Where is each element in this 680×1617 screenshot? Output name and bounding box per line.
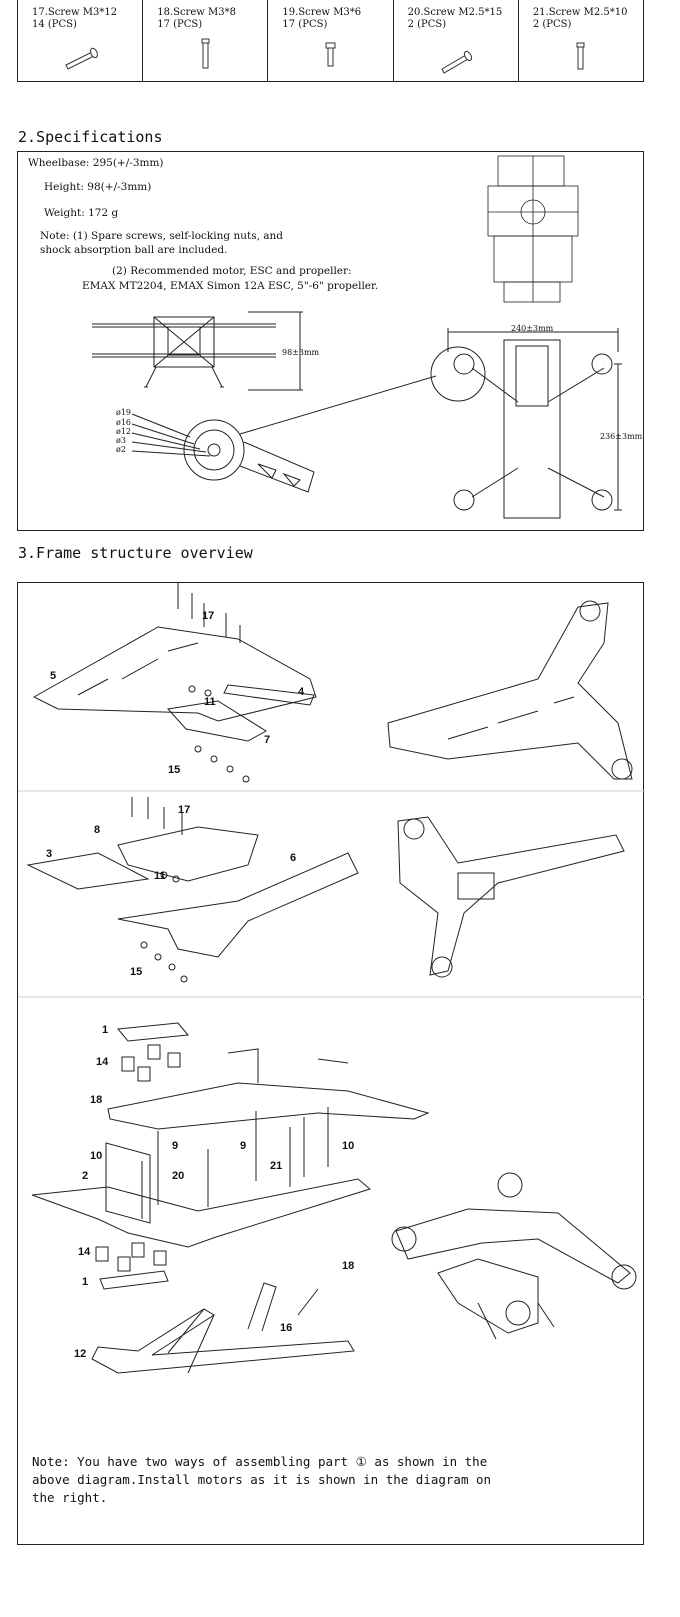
exploded-bottom-plate-drawing — [26, 797, 359, 983]
spec-weight: Weight: 172 g — [44, 207, 119, 219]
note-line: the right. — [32, 1490, 108, 1505]
dim-width-label: 240±3mm — [511, 324, 554, 333]
part-label: 11 — [204, 696, 216, 708]
hole-label: ø19 — [116, 408, 131, 417]
assembly-note: Note: You have two ways of assembling pa… — [32, 1453, 502, 1507]
part-qty: 17 (PCS) — [282, 19, 328, 30]
part-name: 21.Screw M2.5*10 — [532, 7, 628, 18]
assembled-bottom-plate-drawing — [397, 816, 625, 978]
note-line: above diagram.Install motors as it is sh… — [32, 1472, 492, 1487]
part-label: 15 — [168, 764, 180, 776]
part-cell-17: 17.Screw M3*12 14 (PCS) — [18, 0, 144, 81]
part-label: 2 — [82, 1170, 88, 1182]
spec-wheelbase: Wheelbase: 295(+/-3mm) — [28, 157, 164, 169]
arm-detail-drawing — [131, 375, 437, 493]
frame-top-view-drawing — [430, 328, 622, 519]
screw-short-icon — [325, 42, 336, 67]
part-label: 7 — [264, 734, 270, 746]
assembled-quad-drawing — [391, 1172, 637, 1340]
part-label: 9 — [240, 1140, 246, 1152]
spec-note2: (2) Recommended motor, ESC and propeller… — [112, 265, 352, 277]
part-label: 4 — [298, 686, 305, 698]
part-label: 20 — [172, 1170, 184, 1182]
spec-note1: Note: (1) Spare screws, self-locking nut… — [40, 230, 284, 242]
part-label: 10 — [90, 1150, 102, 1162]
part-label: 15 — [130, 966, 142, 978]
hole-label: ø2 — [116, 445, 126, 454]
part-name: 17.Screw M3*12 — [32, 7, 118, 18]
screw-icon — [576, 42, 585, 70]
part-label: 8 — [94, 824, 100, 836]
spec-note2b: EMAX MT2204, EMAX Simon 12A ESC, 5"-6" p… — [82, 280, 379, 292]
part-label: 14 — [78, 1246, 91, 1258]
part-qty: 14 (PCS) — [32, 19, 77, 30]
hole-label: ø3 — [116, 436, 126, 445]
part-label: 1 — [102, 1024, 108, 1036]
part-cell-20: 20.Screw M2.5*15 2 (PCS) — [394, 0, 519, 81]
part-qty: 17 (PCS) — [157, 19, 203, 30]
part-qty: 2 (PCS) — [407, 19, 447, 30]
part-label: 18 — [342, 1260, 354, 1272]
part-label: 17 — [178, 804, 190, 816]
parts-layout-drawing — [487, 155, 579, 303]
dim-height-label: 98±3mm — [282, 348, 320, 357]
specifications-box: Wheelbase: 295(+/-3mm) Height: 98(+/-3mm… — [17, 151, 644, 531]
screw-icon — [201, 38, 210, 69]
part-label: 12 — [74, 1348, 86, 1360]
part-label: 10 — [342, 1140, 354, 1152]
structure-box: 17 5 4 11 7 15 17 8 3 6 11 15 1 14 18 9 … — [17, 582, 645, 1545]
part-cell-18: 18.Screw M3*8 17 (PCS) — [143, 0, 269, 81]
part-label: 18 — [90, 1094, 102, 1106]
part-label: 9 — [172, 1140, 178, 1152]
spec-height: Height: 98(+/-3mm) — [44, 181, 152, 193]
part-name: 20.Screw M2.5*15 — [407, 7, 503, 18]
specifications-heading: 2.Specifications — [18, 128, 163, 146]
part-cell-21: 21.Screw M2.5*10 2 (PCS) — [519, 0, 643, 81]
part-label: 5 — [50, 670, 56, 682]
full-exploded-assembly-drawing — [31, 1022, 430, 1374]
screw-long-icon — [65, 47, 98, 70]
screw-long-icon — [440, 50, 472, 74]
part-label: 17 — [202, 610, 214, 622]
side-view-drawing — [92, 311, 303, 391]
part-label: 1 — [82, 1276, 88, 1288]
part-name: 19.Screw M3*6 — [282, 7, 362, 18]
hole-label: ø16 — [116, 418, 131, 427]
hole-label: ø12 — [116, 427, 131, 436]
part-label: 21 — [270, 1160, 282, 1172]
exploded-top-plate-drawing — [32, 583, 317, 783]
part-label: 11 — [154, 870, 166, 882]
dim-length-label: 236±3mm — [600, 432, 643, 441]
part-name: 18.Screw M3*8 — [157, 7, 236, 18]
part-qty: 2 (PCS) — [532, 19, 572, 30]
part-cell-19: 19.Screw M3*6 17 (PCS) — [268, 0, 394, 81]
parts-table: 17.Screw M3*12 14 (PCS) 18.Screw M3*8 17… — [17, 0, 644, 82]
assembly-diagram: 17 5 4 11 7 15 17 8 3 6 11 15 1 14 18 9 … — [18, 583, 645, 1374]
frame-dimension-diagram: 98±3mm 240±3mm 236±3mm ø19 ø16 ø12 ø3 ø2 — [92, 155, 643, 519]
spec-note1b: shock absorption ball are included. — [40, 244, 228, 256]
structure-heading: 3.Frame structure overview — [18, 544, 253, 562]
part-label: 3 — [46, 848, 52, 860]
part-label: 16 — [280, 1322, 292, 1334]
part-label: 14 — [96, 1056, 109, 1068]
part-label: 6 — [290, 852, 296, 864]
assembled-top-plate-drawing — [387, 600, 633, 780]
note-line: Note: You have two ways of assembling pa… — [32, 1454, 488, 1469]
